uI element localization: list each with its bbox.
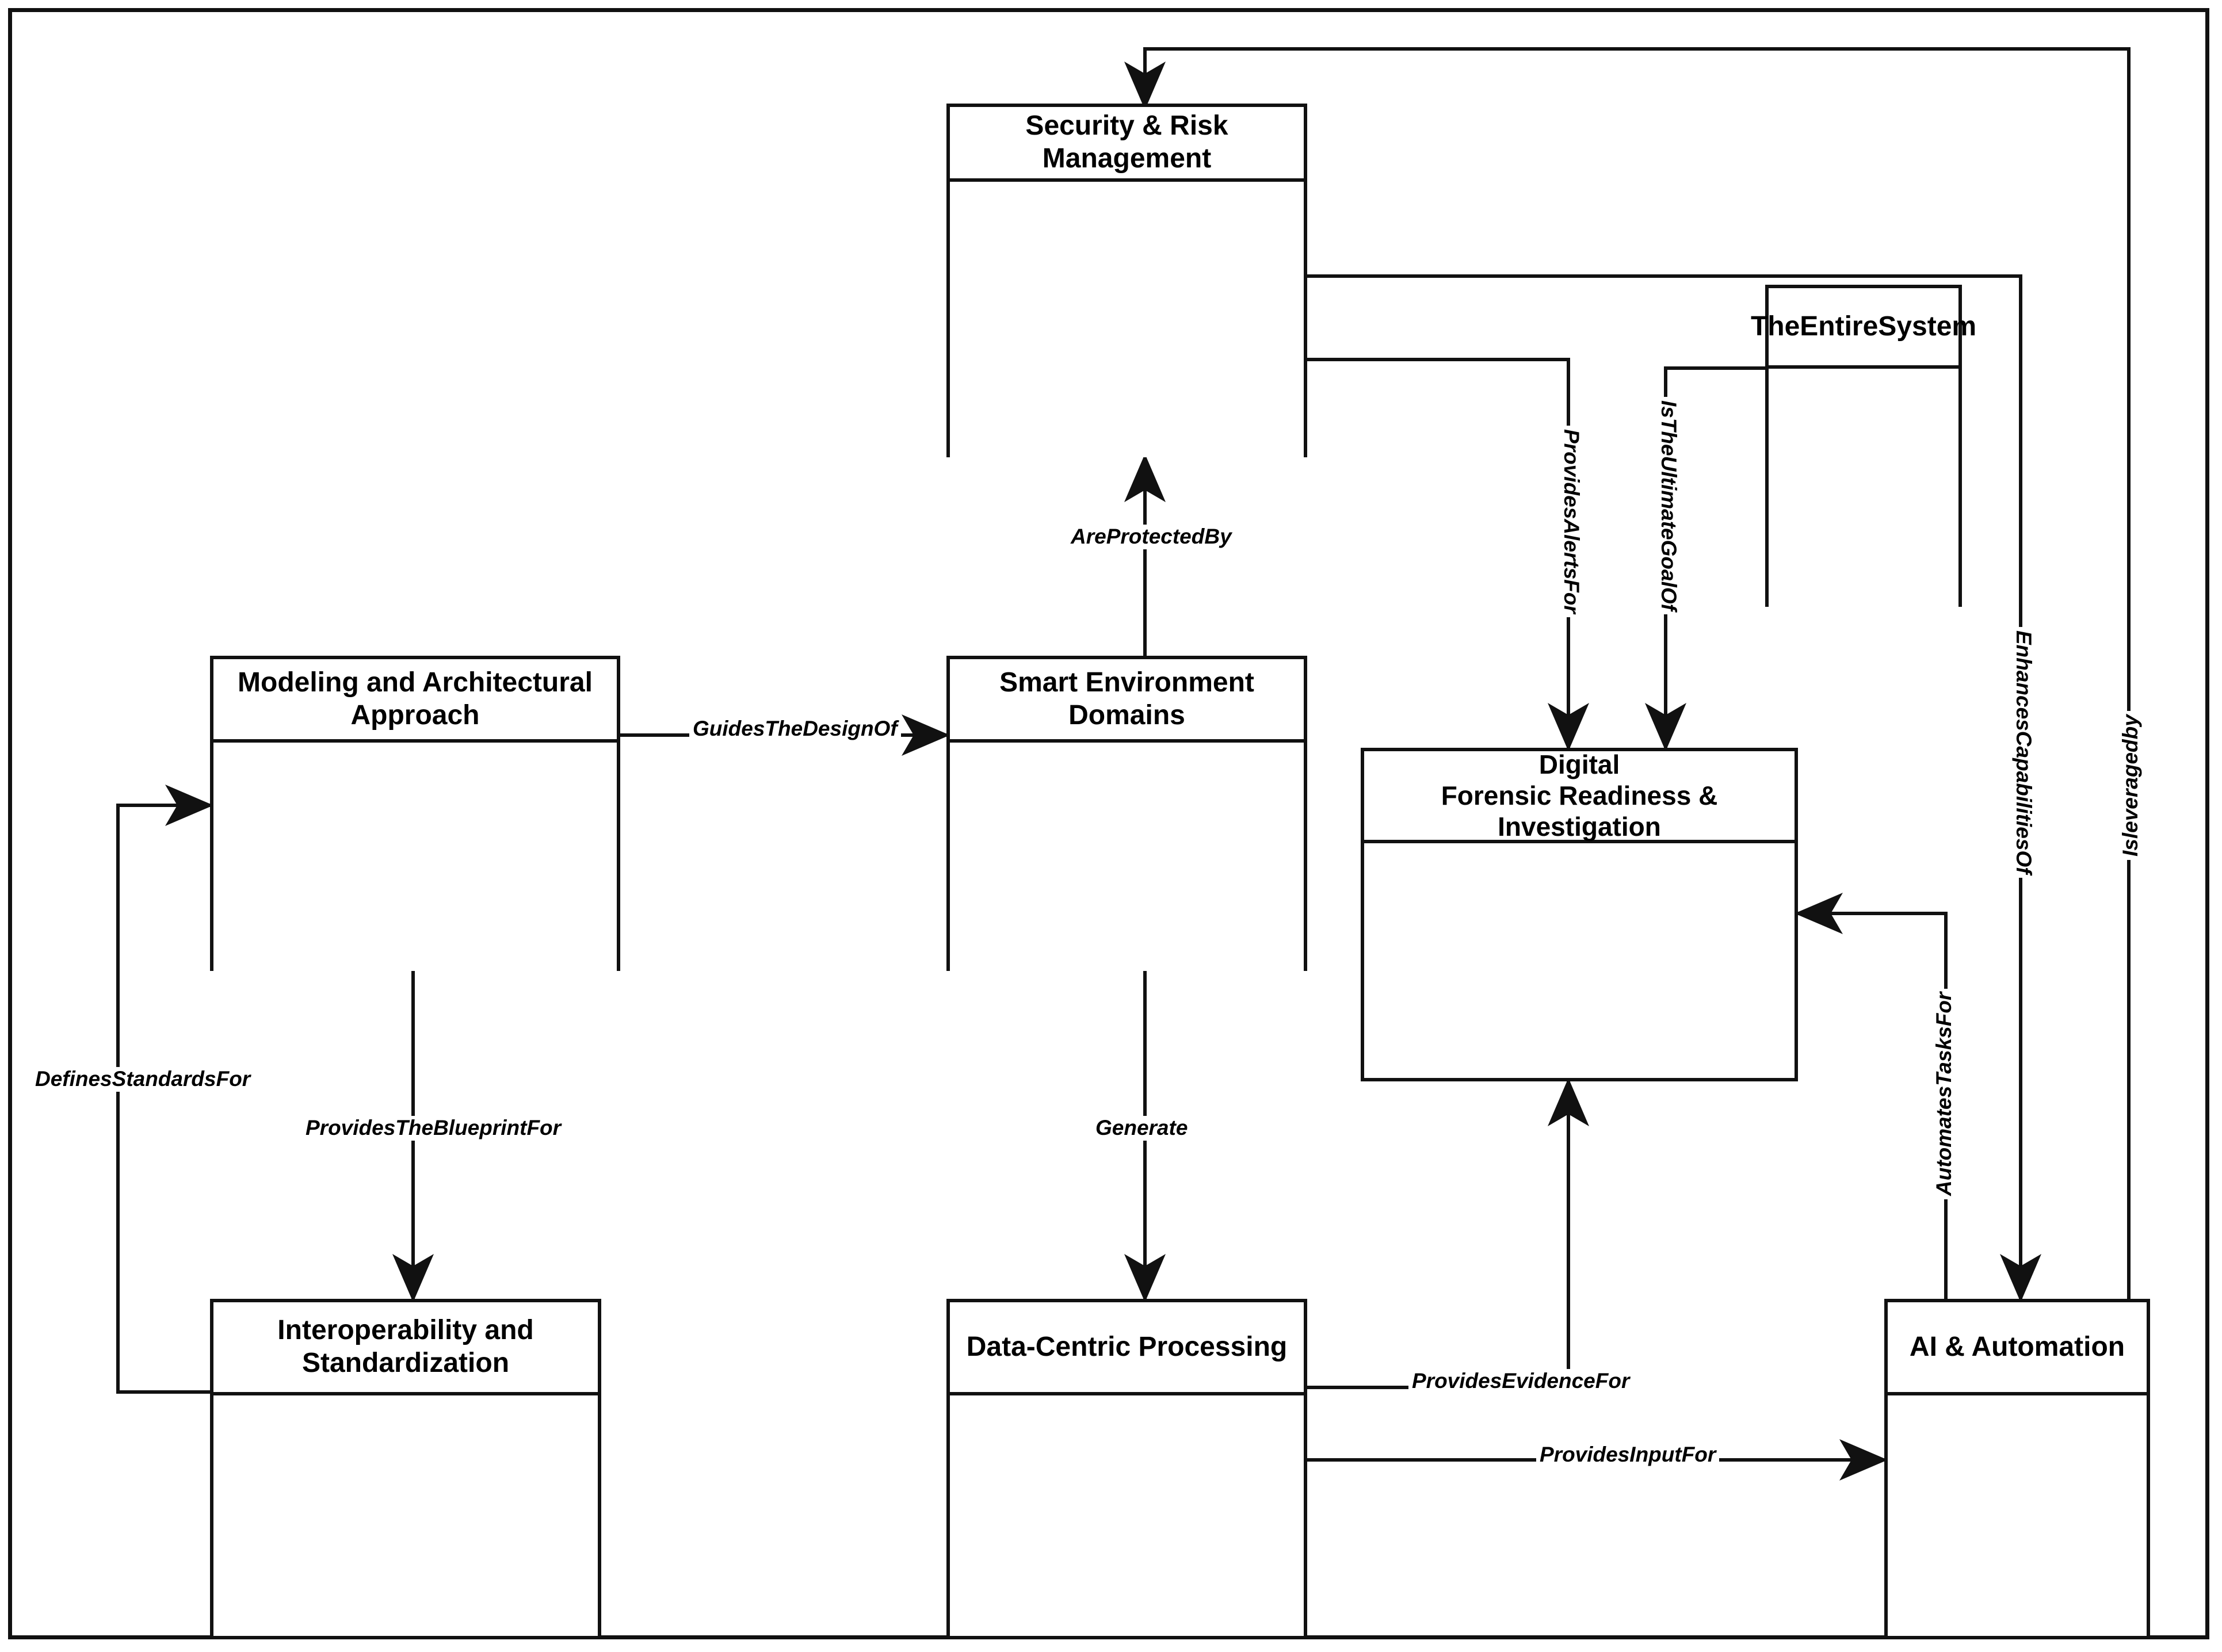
node-title: Modeling and Architectural Approach — [213, 659, 617, 743]
node-title: Digital Forensic Readiness & Investigati… — [1364, 749, 1795, 843]
edge-label-provides-evidence-for: ProvidesEvidenceFor — [1408, 1369, 1633, 1394]
node-title: Smart Environment Domains — [950, 659, 1304, 743]
node-title: AI & Automation — [1888, 1302, 2147, 1395]
node-body — [950, 743, 1304, 971]
node-body — [1888, 1395, 2147, 1636]
node-body — [213, 1395, 598, 1636]
node-title-line-1: Digital — [1538, 749, 1620, 779]
node-data-centric-processing[interactable]: Data-Centric Processing — [946, 1299, 1307, 1639]
node-title: Data-Centric Processing — [950, 1302, 1304, 1395]
node-body — [213, 743, 617, 971]
node-digital-forensic-readiness-and-investigation[interactable]: Digital Forensic Readiness & Investigati… — [1361, 748, 1798, 1081]
edge-label-generate: Generate — [1092, 1116, 1192, 1141]
node-title: TheEntireSystem — [1751, 288, 1976, 369]
node-security-risk-management[interactable]: Security & Risk Management — [946, 104, 1307, 457]
edge-label-provides-the-blueprint-for: ProvidesTheBlueprintFor — [302, 1116, 565, 1141]
edge-label-is-the-ultimate-goal-of: IsTheUltimateGoalOf — [1656, 397, 1681, 614]
node-body — [950, 1395, 1304, 1636]
node-modeling-and-architectural-approach[interactable]: Modeling and Architectural Approach — [210, 656, 620, 971]
node-smart-environment-domains[interactable]: Smart Environment Domains — [946, 656, 1307, 971]
node-body — [1364, 843, 1795, 1078]
edge-label-defines-standards-for: DefinesStandardsFor — [32, 1067, 254, 1092]
edge-label-are-protected-by: AreProtectedBy — [1067, 525, 1235, 549]
edge-label-is-leveraged-by: Isleveragedby — [2118, 711, 2143, 860]
node-title-line-2: Forensic Readiness & Investigation — [1441, 780, 1718, 842]
node-ai-and-automation[interactable]: AI & Automation — [1884, 1299, 2150, 1639]
node-the-entire-system[interactable]: TheEntireSystem — [1751, 285, 1976, 607]
edge-label-enhances-capabilities-of: EnhancesCapabilitiesOf — [2011, 627, 2036, 878]
node-body — [950, 182, 1304, 457]
edge-label-provides-input-for: ProvidesInputFor — [1536, 1443, 1720, 1467]
edge-label-guides-the-design-of: GuidesTheDesignOf — [689, 717, 901, 741]
node-title: Security & Risk Management — [950, 107, 1304, 182]
edge-label-provides-alerts-for: ProvidesAlertsFor — [1559, 426, 1583, 617]
node-interoperability-and-standardization[interactable]: Interoperability and Standardization — [210, 1299, 601, 1639]
edge-label-automates-tasks-for: AutomatesTasksFor — [1932, 988, 1957, 1199]
node-body — [1769, 369, 1958, 607]
node-title: Interoperability and Standardization — [213, 1302, 598, 1395]
